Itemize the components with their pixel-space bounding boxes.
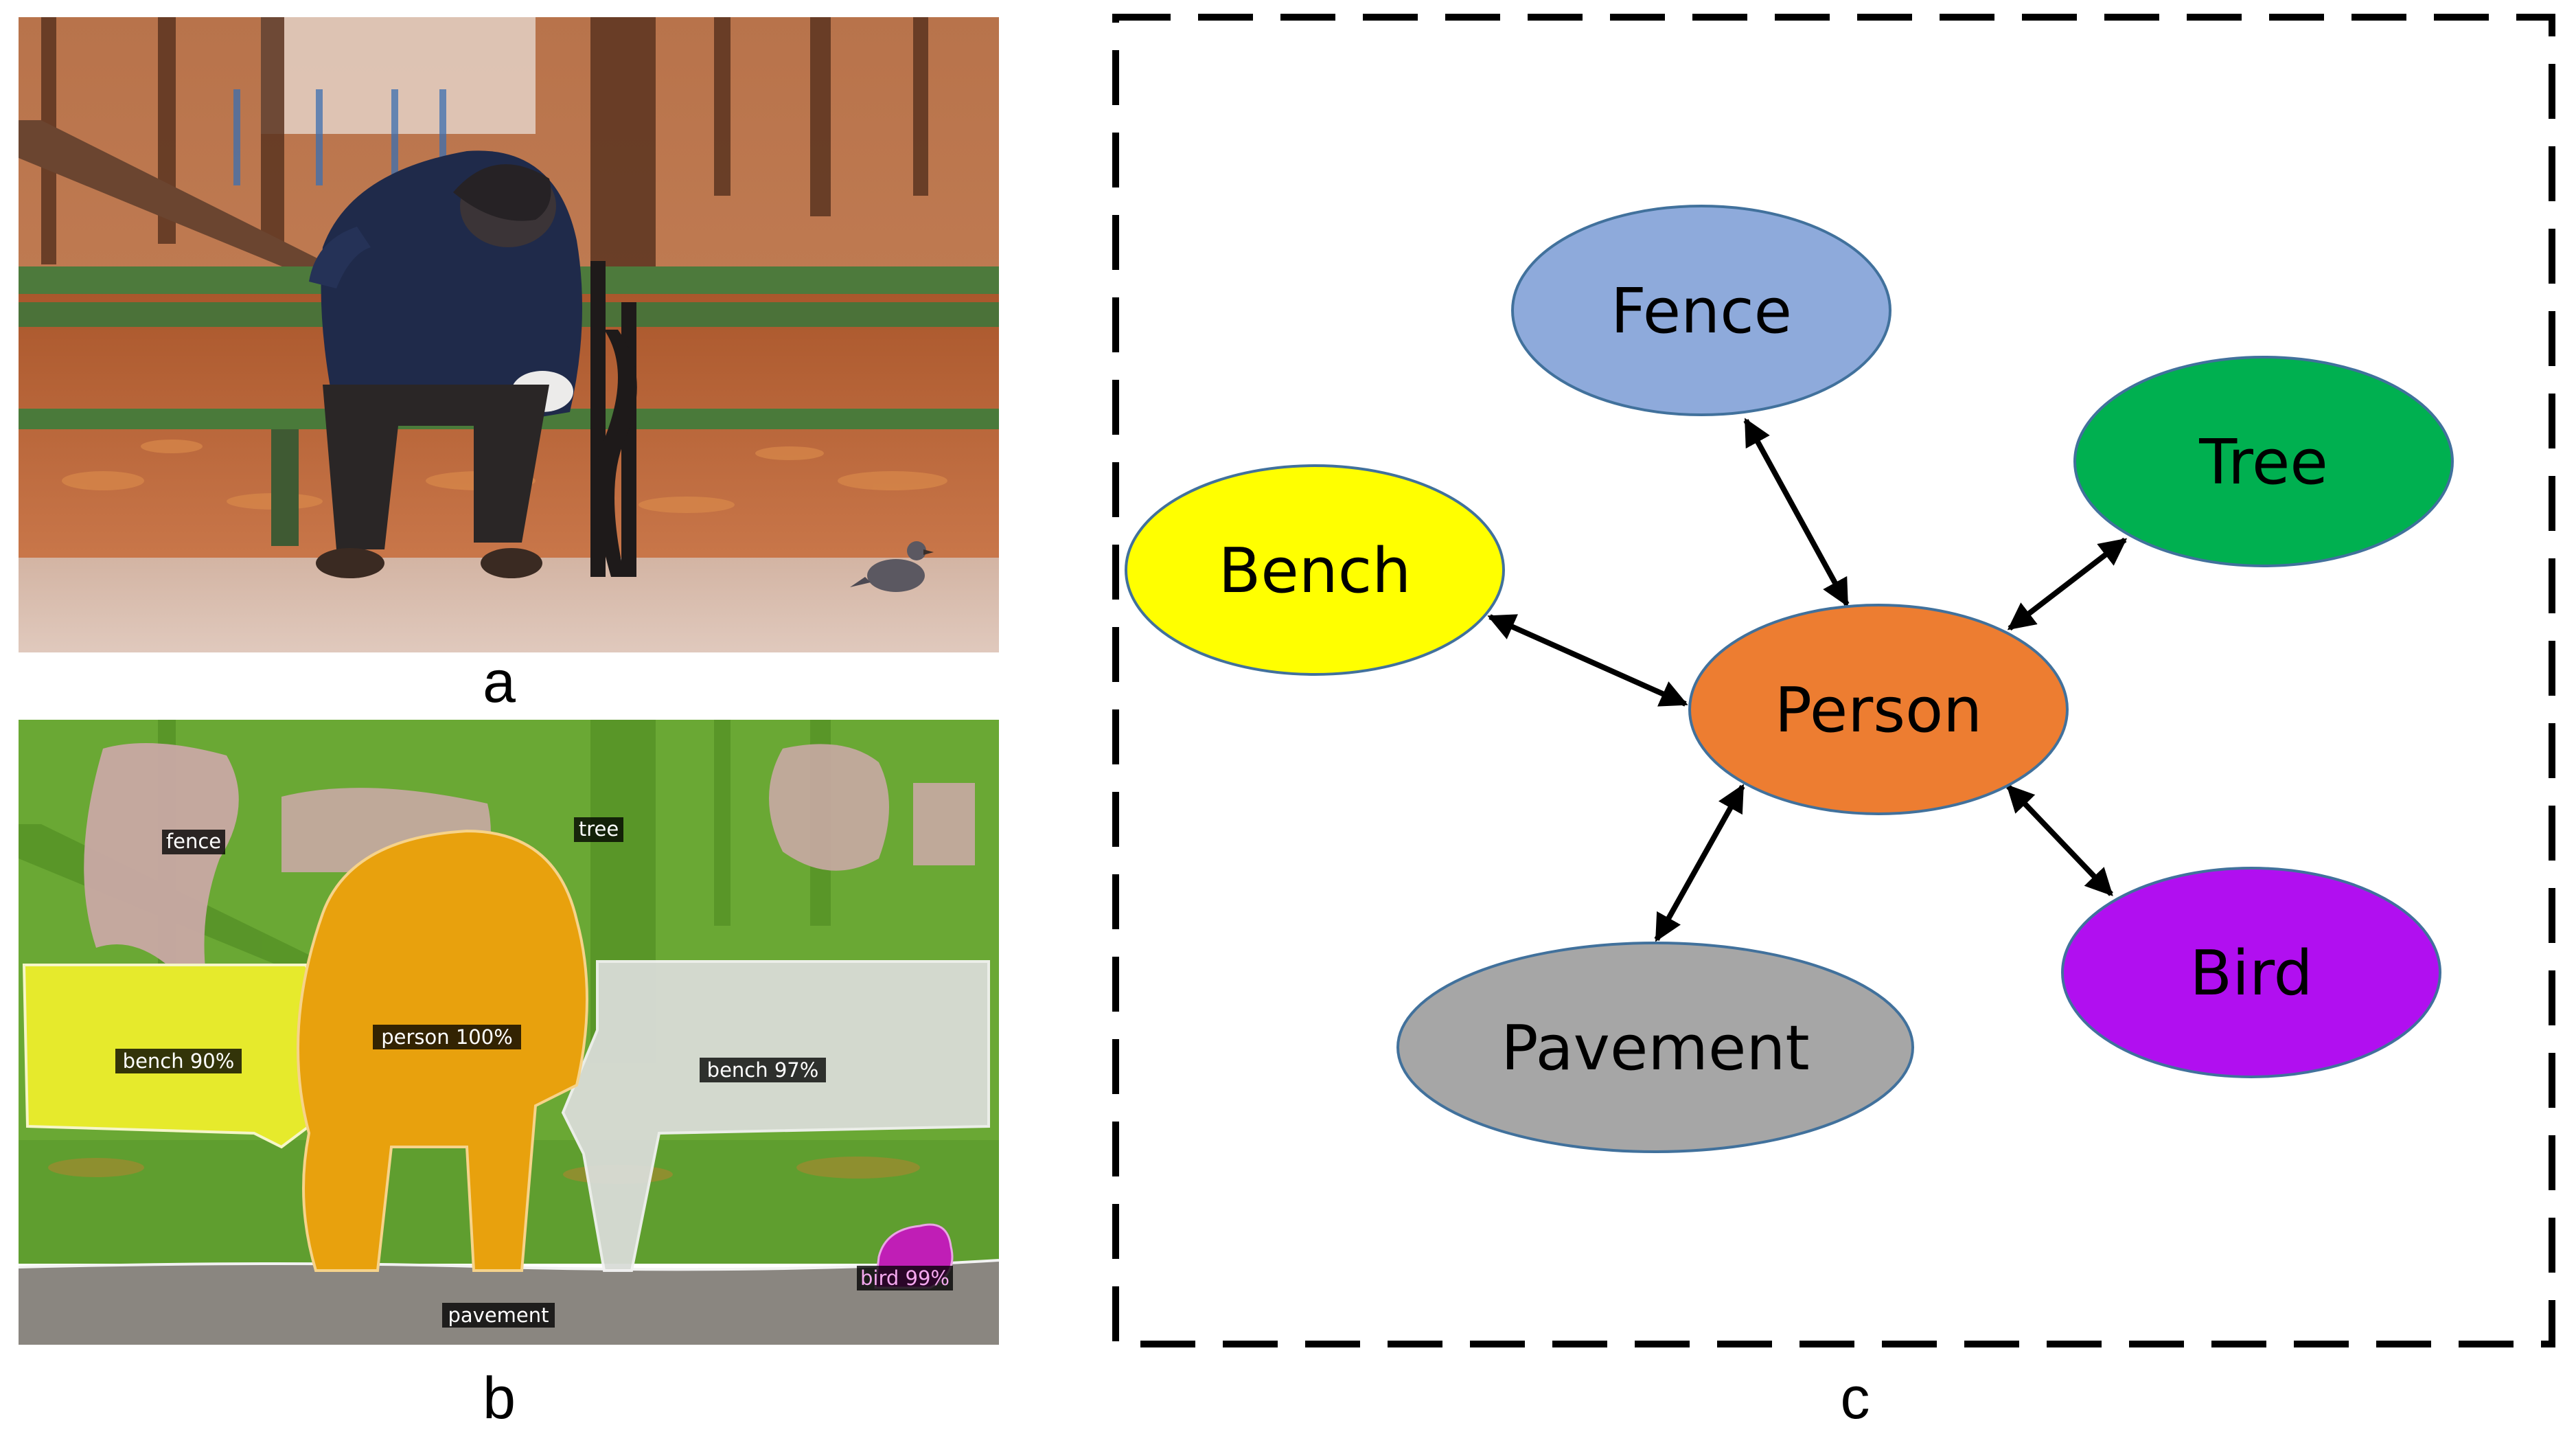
node-bench: Bench [1125, 464, 1505, 676]
seg-label-pavement: pavement [442, 1303, 555, 1328]
svg-text:pavement: pavement [448, 1304, 549, 1327]
graph-edges [1487, 418, 2128, 942]
svg-text:Fence: Fence [1611, 275, 1792, 348]
edge-person-bench [1487, 614, 1688, 707]
node-fence: Fence [1511, 205, 1891, 416]
svg-text:person 100%: person 100% [381, 1025, 513, 1049]
edge-person-bird [2006, 784, 2113, 896]
node-tree: Tree [2073, 356, 2454, 567]
edge-person-tree [2007, 537, 2128, 631]
node-pavement: Pavement [1396, 942, 1914, 1153]
svg-text:Bench: Bench [1219, 535, 1412, 607]
svg-text:Person: Person [1775, 674, 1982, 747]
svg-text:bench 90%: bench 90% [123, 1049, 235, 1073]
node-bird: Bird [2061, 867, 2441, 1078]
edge-person-fence [1743, 418, 1850, 607]
seg-label-bench-left: bench 90% [115, 1049, 242, 1073]
seg-label-person: person 100% [373, 1025, 521, 1049]
seg-label-bird: bird 99% [857, 1266, 953, 1290]
panel-letter-c: c [1841, 1365, 1870, 1431]
svg-text:Pavement: Pavement [1501, 1012, 1809, 1084]
edge-person-pavement [1654, 784, 1745, 942]
panel-c-dashed-frame [1112, 14, 2555, 1347]
svg-text:bird 99%: bird 99% [860, 1266, 950, 1290]
svg-text:tree: tree [579, 817, 619, 841]
panel-letter-b: b [483, 1365, 516, 1431]
seg-label-bench-right: bench 97% [700, 1058, 826, 1082]
node-person: Person [1688, 604, 2069, 815]
panel-a-photo [19, 17, 999, 652]
svg-text:Bird: Bird [2189, 937, 2312, 1010]
seg-label-fence: fence [162, 830, 225, 854]
seg-label-tree: tree [574, 817, 623, 842]
panel-letter-a: a [483, 649, 516, 715]
svg-text:Tree: Tree [2198, 426, 2328, 499]
svg-text:bench 97%: bench 97% [707, 1058, 819, 1082]
svg-text:fence: fence [166, 830, 221, 853]
